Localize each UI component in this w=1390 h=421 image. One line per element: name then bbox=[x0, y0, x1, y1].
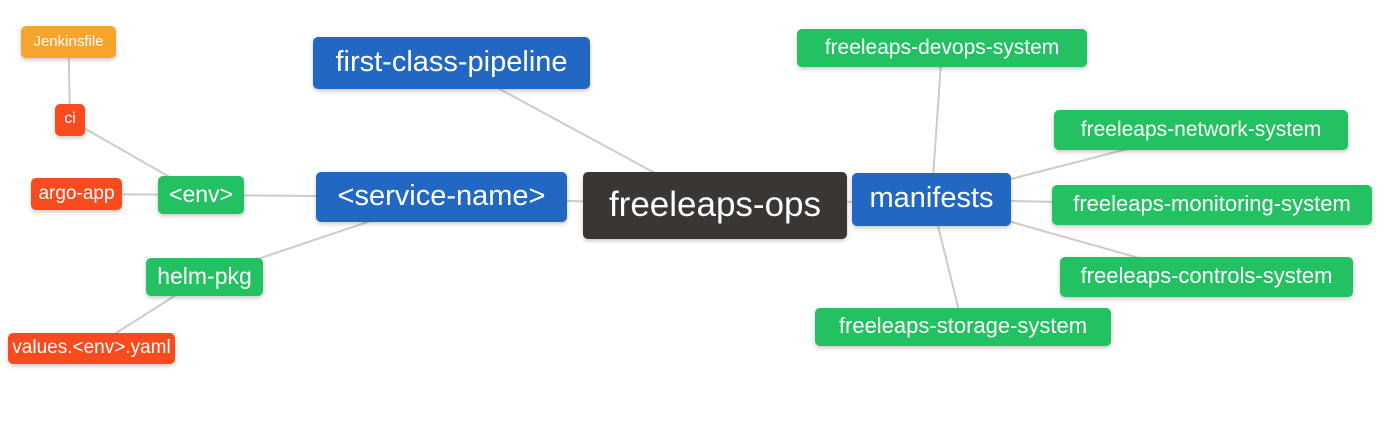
node-label: freeleaps-monitoring-system bbox=[1073, 191, 1351, 216]
node-label: <env> bbox=[169, 180, 233, 207]
node-label: freeleaps-controls-system bbox=[1080, 263, 1333, 288]
node-manifests[interactable]: manifests bbox=[852, 173, 1011, 226]
node-freeleaps-ops[interactable]: freeleaps-ops bbox=[583, 172, 847, 239]
node-label: values.<env>.yaml bbox=[12, 337, 171, 358]
node-label: Jenkinsfile bbox=[33, 32, 104, 50]
node-label: argo-app bbox=[38, 182, 115, 204]
node-label: first-class-pipeline bbox=[335, 45, 568, 78]
node-service-name[interactable]: <service-name> bbox=[316, 172, 567, 222]
node-freeleaps-monitoring-system[interactable]: freeleaps-monitoring-system bbox=[1052, 185, 1372, 225]
node-label: freeleaps-network-system bbox=[1080, 117, 1322, 141]
node-ci[interactable]: ci bbox=[55, 104, 85, 136]
node-label: freeleaps-devops-system bbox=[824, 35, 1060, 59]
node-label: helm-pkg bbox=[157, 262, 252, 289]
node-label: ci bbox=[64, 110, 76, 127]
node-freeleaps-controls-system[interactable]: freeleaps-controls-system bbox=[1060, 257, 1353, 297]
node-first-class-pipeline[interactable]: first-class-pipeline bbox=[313, 37, 590, 89]
node-jenkinsfile[interactable]: Jenkinsfile bbox=[21, 26, 116, 58]
node-label: freeleaps-ops bbox=[608, 185, 822, 224]
node-freeleaps-network-system[interactable]: freeleaps-network-system bbox=[1054, 110, 1348, 150]
node-values-env-yaml[interactable]: values.<env>.yaml bbox=[8, 333, 175, 364]
node-freeleaps-storage-system[interactable]: freeleaps-storage-system bbox=[815, 308, 1111, 346]
node-env[interactable]: <env> bbox=[158, 176, 244, 214]
node-helm-pkg[interactable]: helm-pkg bbox=[146, 258, 263, 296]
node-argo-app[interactable]: argo-app bbox=[31, 178, 122, 210]
node-label: manifests bbox=[869, 182, 994, 214]
node-label: freeleaps-storage-system bbox=[838, 313, 1088, 338]
node-freeleaps-devops-system[interactable]: freeleaps-devops-system bbox=[797, 29, 1087, 67]
node-label: <service-name> bbox=[337, 179, 546, 212]
